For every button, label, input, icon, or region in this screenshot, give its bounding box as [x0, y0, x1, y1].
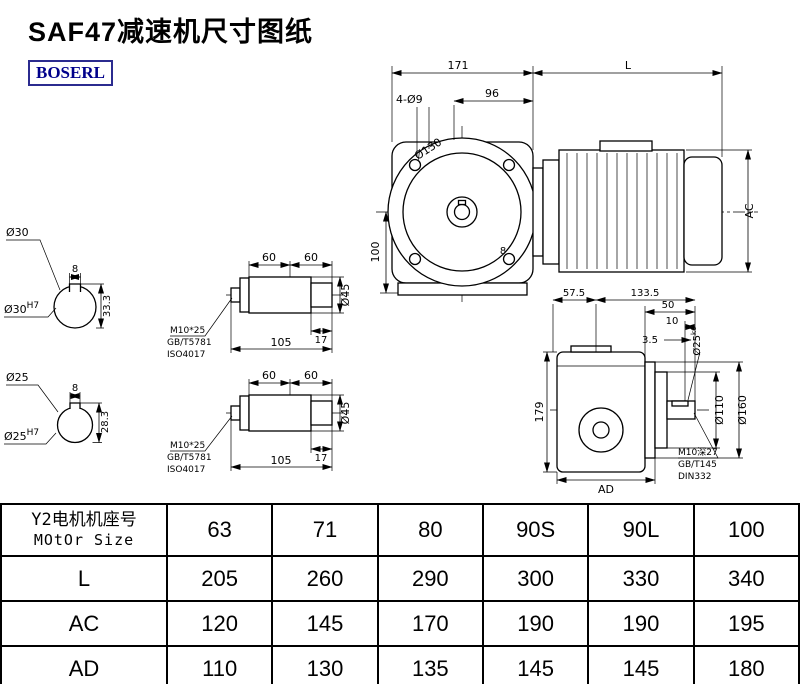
- dim-60a: 60: [262, 251, 276, 264]
- dimension-table: Y2电机机座号 MOtOr Size 63 71 80 90S 90L 100 …: [0, 503, 800, 684]
- label-std2: DIN332: [678, 472, 712, 482]
- cell: 300: [481, 555, 590, 602]
- label-std1: GB/T5781: [167, 338, 212, 348]
- row-label: AC: [0, 600, 168, 647]
- cell: 205: [165, 555, 274, 602]
- cell: 290: [376, 555, 484, 602]
- size-col: 100: [692, 503, 800, 557]
- cell: 180: [692, 645, 800, 684]
- cell: 190: [587, 600, 695, 647]
- size-col: 71: [271, 503, 379, 557]
- row-label: L: [0, 555, 168, 602]
- side-view: 57.5 133.5 50 10 3.5 Ø25k6 Ø110 Ø160 179…: [533, 288, 749, 496]
- shaft-detail-bottom: 60 60 17 105 Ø45 M10*25 GB/T5781 ISO4017: [167, 369, 352, 475]
- table-row-L: L 205 260 290 300 330 340: [0, 555, 800, 602]
- dim-key-depth-25: 28.3: [100, 411, 111, 433]
- dim-d25k6: Ø25k6: [690, 326, 703, 356]
- label-std2: ISO4017: [167, 350, 205, 360]
- cell: 330: [587, 555, 695, 602]
- dim-key-depth-30: 33.3: [102, 295, 113, 317]
- size-col: 80: [376, 503, 484, 557]
- dim-60b: 60: [304, 369, 318, 382]
- label-tap: M10深27: [678, 447, 718, 458]
- cell: 135: [376, 645, 484, 684]
- dim-AC: AC: [743, 203, 756, 218]
- label-d30: Ø30: [6, 226, 29, 239]
- dim-AD: AD: [598, 483, 614, 496]
- dim-60a: 60: [262, 369, 276, 382]
- dim-96: 96: [485, 87, 499, 100]
- dim-4xd9: 4-Ø9: [396, 93, 423, 106]
- label-bolt: M10*25: [170, 326, 205, 336]
- cell: 195: [692, 600, 800, 647]
- dim-60b: 60: [304, 251, 318, 264]
- label-bolt: M10*25: [170, 441, 205, 451]
- shaft-detail-top: 60 60 17 105 Ø45 M10*25 GB/T5781 ISO4017: [167, 251, 352, 360]
- dim-d45: Ø45: [339, 284, 352, 307]
- label-std1: GB/T5781: [167, 453, 212, 463]
- header-cn: Y2电机机座号: [31, 510, 137, 530]
- label-d25h7: Ø25H7: [4, 428, 39, 443]
- dim-key-width-30: 8: [72, 264, 78, 275]
- size-col: 90L: [587, 503, 695, 557]
- dim-179: 179: [533, 402, 546, 423]
- dim-105: 105: [271, 336, 292, 349]
- cell: 120: [165, 600, 274, 647]
- table-row-AD: AD 110 130 135 145 145 180: [0, 645, 800, 684]
- cell: 145: [481, 645, 590, 684]
- dim-8: 8: [500, 246, 506, 257]
- shaft-section-30: Ø30 8 33.3 Ø30H7: [4, 226, 113, 329]
- table-header-row: Y2电机机座号 MOtOr Size 63 71 80 90S 90L 100: [0, 503, 800, 557]
- cell: 170: [376, 600, 484, 647]
- dim-17: 17: [315, 453, 328, 464]
- row-label: AD: [0, 645, 168, 684]
- label-std2: ISO4017: [167, 465, 205, 475]
- size-col: 63: [165, 503, 274, 557]
- header-en: MOtOr Size: [33, 531, 135, 550]
- label-d25: Ø25: [6, 371, 29, 384]
- dim-10: 10: [666, 316, 679, 327]
- dim-133-5: 133.5: [631, 288, 660, 299]
- cell: 190: [481, 600, 590, 647]
- cell: 340: [692, 555, 800, 602]
- page-title: SAF47减速机尺寸图纸: [28, 17, 314, 47]
- dim-d45: Ø45: [339, 402, 352, 425]
- motor-size-header: Y2电机机座号 MOtOr Size: [0, 503, 168, 557]
- dim-L: L: [625, 59, 632, 72]
- size-col: 90S: [481, 503, 590, 557]
- front-view: 171 L 96 4-Ø9 Ø130 100 8 AC: [369, 59, 758, 302]
- dim-key-width-25: 8: [72, 383, 78, 394]
- dim-105: 105: [271, 454, 292, 467]
- dim-57-5: 57.5: [563, 288, 585, 299]
- dim-50: 50: [662, 300, 675, 311]
- dim-17: 17: [315, 335, 328, 346]
- technical-drawing: 171 L 96 4-Ø9 Ø130 100 8 AC Ø30 8 33.3 Ø…: [4, 59, 758, 496]
- dim-d160: Ø160: [736, 395, 749, 425]
- dim-100: 100: [369, 242, 382, 263]
- cell: 145: [271, 600, 379, 647]
- cell: 110: [165, 645, 274, 684]
- label-d30h7: Ø30H7: [4, 301, 39, 316]
- shaft-section-25: Ø25 8 28.3 Ø25H7: [4, 371, 111, 445]
- brand-logo: BOSERL: [28, 60, 113, 86]
- dim-3-5: 3.5: [642, 335, 658, 346]
- cell: 145: [587, 645, 695, 684]
- table-row-AC: AC 120 145 170 190 190 195: [0, 600, 800, 647]
- dim-171: 171: [448, 59, 469, 72]
- label-std1: GB/T145: [678, 460, 717, 470]
- dim-d110: Ø110: [713, 395, 726, 425]
- cell: 130: [271, 645, 379, 684]
- cell: 260: [271, 555, 379, 602]
